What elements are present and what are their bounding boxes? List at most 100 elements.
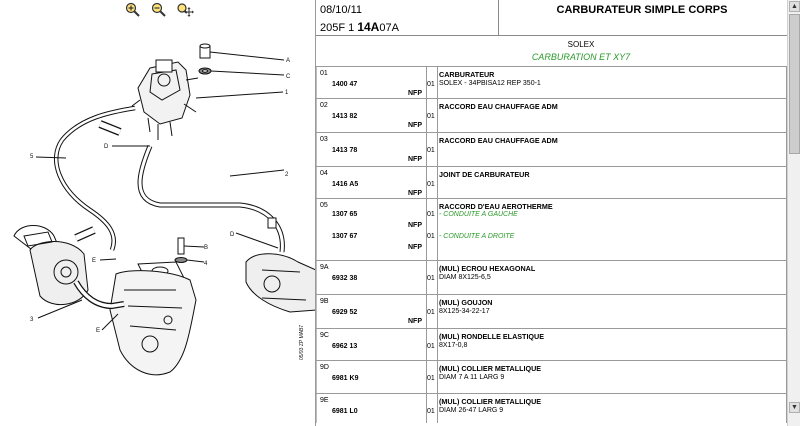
callout-c: C [286,74,291,80]
table-gridline [437,133,438,166]
zoom-out-button[interactable] [150,2,168,18]
callout-4: 4 [204,261,208,267]
part-title: (MUL) RONDELLE ELASTIQUE [439,332,545,341]
row-number: 9E [320,397,329,404]
table-gridline [426,261,427,294]
part-quantity: 01 [427,309,435,316]
table-gridline [437,199,438,260]
callout-5: 5 [30,154,34,160]
zoom-in-button[interactable] [124,2,142,18]
callout-3: 3 [30,317,34,323]
callout-1: 1 [285,90,289,96]
brand-label: SOLEX [567,40,595,49]
part-reference: 1307 65 [332,211,358,218]
callout-a: A [286,58,290,64]
table-gridline [786,199,787,260]
part-detail: DIAM 26-47 LARG 9 [439,407,504,414]
scroll-down-button[interactable]: ▼ [789,402,800,413]
catalog-date: 08/10/11 [320,4,363,16]
zoom-in-icon [125,2,140,17]
table-gridline [316,261,317,294]
table-gridline [316,361,317,393]
nfp-flag: NFP [408,318,422,325]
part-detail: DIAM 8X125-6,5 [439,274,491,281]
table-gridline [437,67,438,98]
part-reference: 1416 A5 [332,181,359,188]
table-gridline [426,361,427,393]
table-gridline [426,199,427,260]
table-gridline [786,167,787,198]
part-quantity: 01 [427,343,435,350]
table-gridline [426,394,427,423]
part-title: (MUL) COLLIER METALLIQUE [439,364,542,373]
part-reference: 6932 38 [332,275,358,282]
callout-d: D [104,144,109,150]
row-number: 04 [320,170,328,177]
nfp-flag: NFP [408,244,422,251]
nfp-flag: NFP [408,90,422,97]
table-gridline [437,394,438,423]
part-reference: 1400 47 [332,81,358,88]
vertical-scrollbar[interactable]: ▲ ▼ [787,0,800,426]
pan-zoom-button[interactable] [176,2,194,18]
part-reference: 1307 67 [332,233,358,240]
table-gridline [786,133,787,166]
ref-suffix: 07A [379,22,399,34]
table-gridline [426,329,427,360]
row-number: 9B [320,298,329,305]
part-title: (MUL) GOUJON [439,298,493,307]
part-reference: 6981 L0 [332,408,358,415]
callout-e2: E [96,328,100,334]
variant-label: - CONDUITE A GAUCHE [439,211,518,218]
scroll-up-button[interactable]: ▲ [789,1,800,12]
callout-b: B [204,245,208,251]
nfp-flag: NFP [408,122,422,129]
row-number: 05 [320,202,328,209]
zoom-out-icon [151,2,166,17]
table-gridline [786,394,787,423]
part-title: RACCORD EAU CHAUFFAGE ADM [439,136,558,145]
row-number: 03 [320,136,328,143]
vehicle-reference: 205F 1 14A07A [320,20,399,34]
zoom-toolbar [124,2,194,18]
part-reference: 6962 13 [332,343,358,350]
part-title: JOINT DE CARBURATEUR [439,170,530,179]
exploded-parts-diagram: A C 1 D 2 B 4 D 5 E 3 E 05/93 ZP MAB7 [13,43,315,376]
nfp-flag: NFP [408,190,422,197]
row-number: 9D [320,364,329,371]
scroll-thumb[interactable] [789,14,800,154]
table-gridline [316,99,317,132]
part-reference: 1413 82 [332,113,358,120]
callout-2: 2 [285,172,289,178]
diagram-stamp: 05/93 ZP MAB7 [299,325,305,360]
diagram-panel[interactable]: A C 1 D 2 B 4 D 5 E 3 E 05/93 ZP MAB7 [0,0,316,426]
variant-label: - CONDUITE A DROITE [439,233,515,240]
table-gridline [426,133,427,166]
table-gridline [786,261,787,294]
part-quantity: 01 [427,113,435,120]
part-quantity: 01 [427,181,435,188]
part-quantity: 01 [427,233,435,240]
table-gridline [316,199,317,260]
part-reference: 6981 K9 [332,375,359,382]
callout-d2: D [230,232,235,238]
zoom-pan-icon [177,3,194,17]
table-gridline [316,329,317,360]
part-detail: DIAM 7 A 11 LARG 9 [439,374,505,381]
part-title: CARBURATEUR [439,70,495,79]
nfp-flag: NFP [408,156,422,163]
parts-panel: 08/10/11 205F 1 14A07A CARBURATEUR SIMPL… [316,0,800,426]
table-gridline [316,133,317,166]
row-number: 9C [320,332,329,339]
part-title: (MUL) ECROU HEXAGONAL [439,264,536,273]
